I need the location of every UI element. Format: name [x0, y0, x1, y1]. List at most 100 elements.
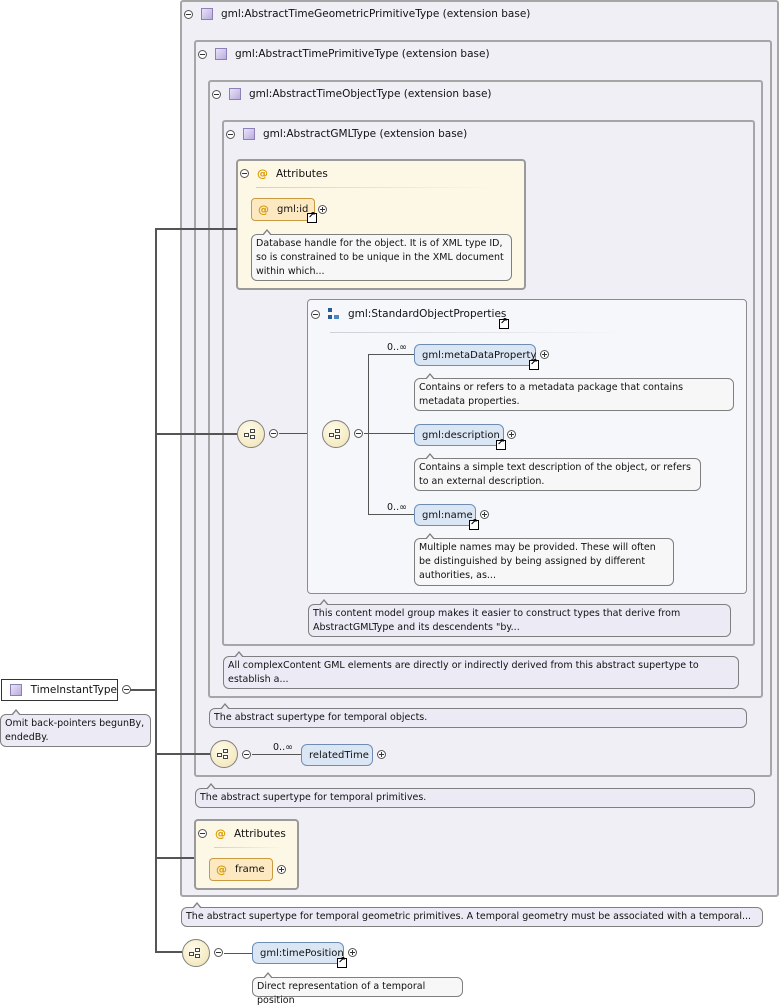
occurrence-label: 0..∞: [387, 502, 407, 513]
attribute-frame[interactable]: @ frame: [209, 858, 273, 881]
time-primitive-title[interactable]: gml:AbstractTimePrimitiveType (extension…: [235, 48, 490, 60]
name-annotation: Multiple names may be provided. These wi…: [414, 533, 674, 586]
occurrence-label: 0..∞: [273, 742, 293, 753]
connector-line: [155, 753, 210, 755]
connector-line: [364, 433, 414, 434]
expand-icon[interactable]: [277, 865, 286, 874]
expand-icon[interactable]: [348, 948, 357, 957]
time-primitive-annotation: The abstract supertype for temporal prim…: [195, 783, 755, 808]
reference-link-icon[interactable]: [469, 518, 479, 530]
attributes-separator: [256, 187, 496, 188]
attributes-frame-header: @ Attributes: [198, 827, 286, 840]
expand-icon[interactable]: [377, 750, 386, 759]
element-description-label: gml:description: [422, 429, 500, 441]
element-name-label: gml:name: [422, 509, 473, 521]
collapse-icon[interactable]: [122, 685, 131, 694]
attributes-separator: [214, 847, 284, 848]
time-object-annotation: The abstract supertype for temporal obje…: [209, 703, 747, 728]
at-icon: @: [215, 827, 226, 840]
geometric-primitive-header: gml:AbstractTimeGeometricPrimitiveType (…: [184, 8, 530, 20]
reference-link-icon[interactable]: [307, 211, 317, 223]
attribute-gml-id-label: gml:id: [277, 204, 309, 215]
sequence-compositor-icon[interactable]: [210, 740, 238, 768]
sequence-compositor-icon[interactable]: [237, 420, 265, 448]
element-description[interactable]: gml:description: [414, 424, 504, 446]
root-type-box[interactable]: TimeInstantType: [1, 679, 118, 701]
complex-type-icon: [10, 684, 22, 696]
element-name[interactable]: gml:name: [414, 504, 476, 526]
geometric-primitive-title[interactable]: gml:AbstractTimeGeometricPrimitiveType (…: [221, 8, 531, 20]
geometric-primitive-annotation: The abstract supertype for temporal geom…: [181, 902, 763, 927]
root-type-name: TimeInstantType: [30, 684, 117, 696]
at-icon: @: [258, 203, 269, 216]
reference-link-icon[interactable]: [496, 438, 506, 450]
at-icon: @: [257, 167, 268, 180]
element-time-position-label: gml:timePosition: [260, 947, 344, 959]
collapse-icon[interactable]: [240, 169, 249, 178]
connector-line: [155, 433, 237, 435]
collapse-icon[interactable]: [198, 829, 207, 838]
element-time-position[interactable]: gml:timePosition: [252, 942, 344, 964]
collapse-icon[interactable]: [184, 9, 193, 19]
standard-object-properties-annotation: This content model group makes it easier…: [308, 599, 731, 637]
connector-line: [252, 754, 301, 755]
element-meta-data-property-label: gml:metaDataProperty: [422, 349, 537, 361]
reference-link-icon[interactable]: [499, 317, 509, 329]
at-icon: @: [216, 863, 227, 876]
connector-trunk: [155, 228, 157, 952]
connector-line: [155, 228, 237, 230]
element-related-time[interactable]: relatedTime: [301, 744, 373, 766]
connector-line: [368, 354, 414, 355]
collapse-icon[interactable]: [354, 429, 363, 438]
connector-line: [368, 354, 369, 515]
meta-data-property-annotation: Contains or refers to a metadata package…: [414, 373, 734, 411]
attributes-title: Attributes: [276, 167, 328, 180]
attribute-frame-label: frame: [235, 864, 265, 875]
group-icon: [328, 308, 340, 320]
expand-icon[interactable]: [318, 205, 327, 214]
collapse-icon[interactable]: [198, 49, 207, 59]
gml-type-header: gml:AbstractGMLType (extension base): [226, 128, 467, 140]
sequence-compositor-icon[interactable]: [322, 420, 350, 448]
connector-line: [130, 689, 156, 691]
time-position-annotation: Direct representation of a temporal posi…: [252, 972, 463, 1006]
root-type-annotation: Omit back-pointers begunBy, endedBy.: [0, 709, 151, 747]
connector-line: [155, 951, 182, 953]
standard-object-properties-title[interactable]: gml:StandardObjectProperties: [348, 308, 507, 320]
connector-line: [368, 514, 414, 515]
connector-line: [155, 857, 196, 859]
gml-type-title[interactable]: gml:AbstractGMLType (extension base): [263, 128, 468, 140]
sequence-compositor-icon[interactable]: [182, 939, 210, 967]
complex-type-icon: [243, 128, 255, 140]
element-meta-data-property[interactable]: gml:metaDataProperty: [414, 344, 536, 366]
expand-icon[interactable]: [540, 350, 549, 359]
time-primitive-header: gml:AbstractTimePrimitiveType (extension…: [198, 48, 490, 60]
complex-type-icon: [215, 48, 227, 60]
time-object-header: gml:AbstractTimeObjectType (extension ba…: [212, 88, 492, 100]
collapse-icon[interactable]: [269, 429, 278, 438]
attribute-gml-id-annotation: Database handle for the object. It is of…: [251, 229, 512, 281]
reference-link-icon[interactable]: [529, 358, 539, 370]
description-annotation: Contains a simple text description of th…: [414, 453, 701, 491]
attributes-header: @ Attributes: [240, 167, 328, 180]
reference-link-icon[interactable]: [337, 956, 347, 968]
collapse-icon[interactable]: [311, 309, 320, 319]
collapse-icon[interactable]: [226, 129, 235, 139]
complex-type-icon: [229, 88, 241, 100]
collapse-icon[interactable]: [242, 750, 251, 759]
time-object-title[interactable]: gml:AbstractTimeObjectType (extension ba…: [249, 88, 492, 100]
element-related-time-label: relatedTime: [309, 749, 369, 761]
complex-type-icon: [201, 8, 213, 20]
group-separator: [330, 332, 630, 333]
gml-type-annotation: All complexContent GML elements are dire…: [223, 651, 739, 689]
attribute-gml-id[interactable]: @ gml:id: [251, 198, 315, 221]
expand-icon[interactable]: [507, 430, 516, 439]
expand-icon[interactable]: [480, 510, 489, 519]
collapse-icon[interactable]: [212, 89, 221, 99]
connector-line: [279, 433, 323, 434]
collapse-icon[interactable]: [214, 948, 223, 957]
standard-object-properties-header: gml:StandardObjectProperties: [311, 308, 506, 320]
occurrence-label: 0..∞: [387, 342, 407, 353]
attributes-frame-title: Attributes: [234, 827, 286, 840]
connector-line: [224, 953, 252, 954]
